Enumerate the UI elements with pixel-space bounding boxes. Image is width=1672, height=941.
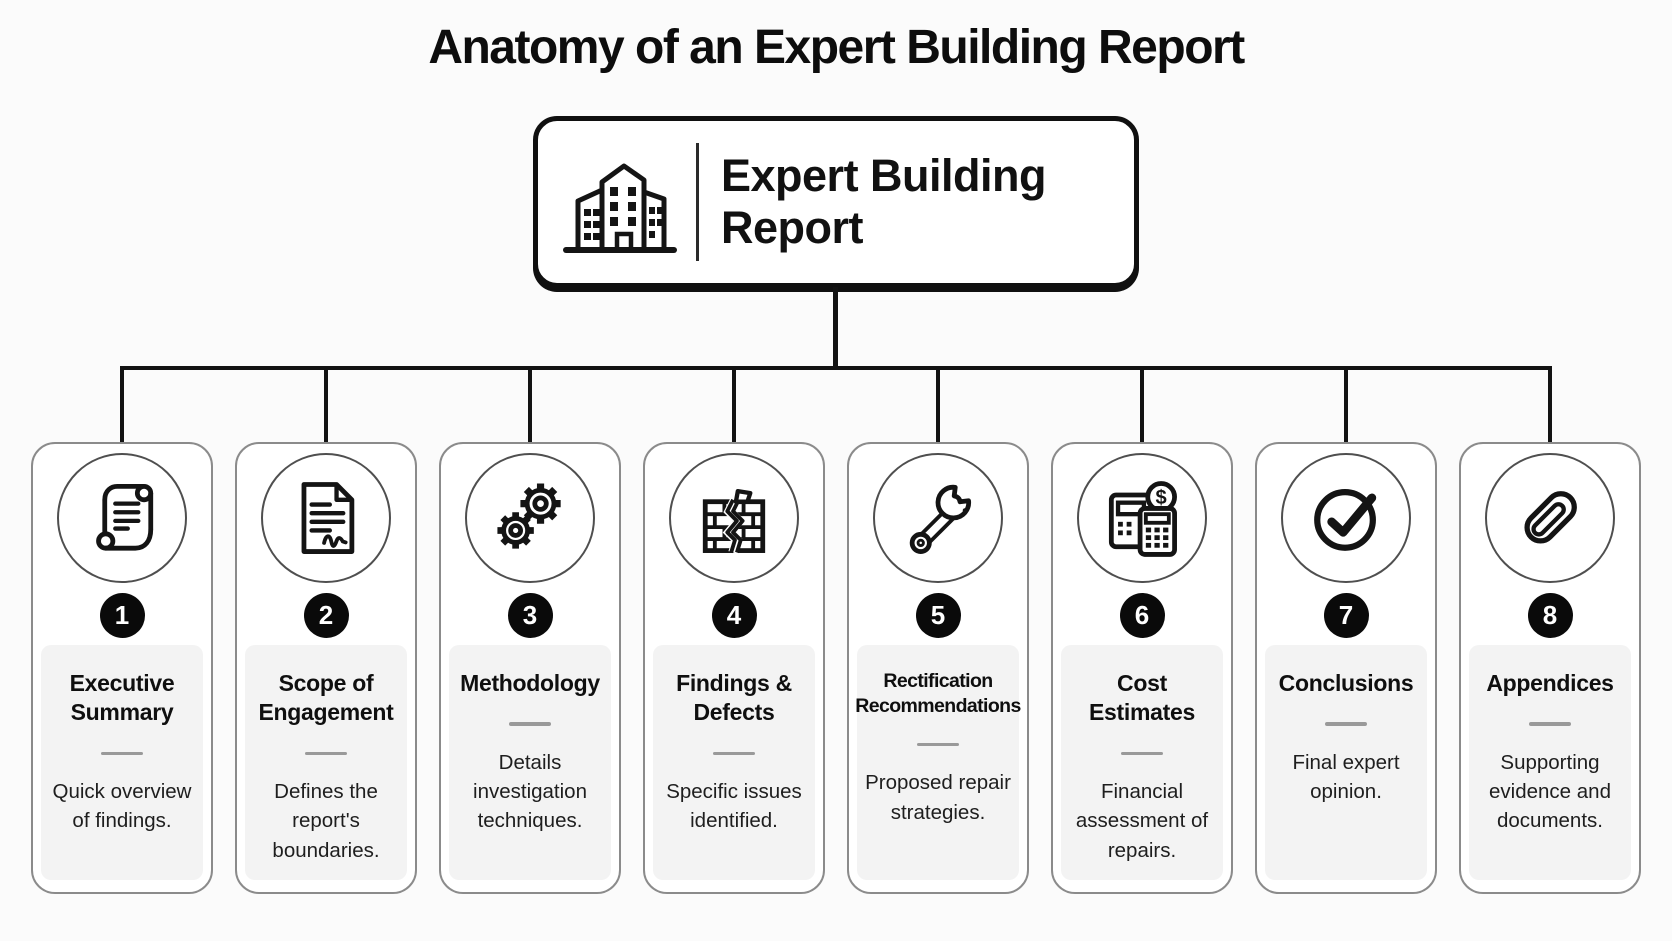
step-number: 3 bbox=[522, 600, 538, 630]
card-description: Quick overview of findings. bbox=[52, 780, 192, 833]
card-title: Cost Estimates bbox=[1089, 670, 1195, 726]
icon-circle: $ bbox=[1077, 453, 1207, 583]
card-divider bbox=[1325, 722, 1367, 726]
card-description: Details investigation techniques. bbox=[473, 750, 587, 833]
connector-drop-7 bbox=[1344, 368, 1348, 442]
card-scope-of-engagement: 2 Scope of Engagement Defines the report… bbox=[235, 442, 417, 894]
icon-circle bbox=[1485, 453, 1615, 583]
card-description: Financial assessment of repairs. bbox=[1075, 780, 1209, 862]
check-circle-icon bbox=[1300, 472, 1392, 564]
card-panel: Methodology Details investigation techni… bbox=[449, 645, 611, 880]
wrench-icon bbox=[892, 472, 984, 564]
connector-drop-4 bbox=[732, 368, 736, 442]
connector-bus bbox=[120, 366, 1552, 370]
card-divider bbox=[305, 751, 347, 756]
card-title: Executive Summary bbox=[69, 670, 175, 726]
cracked-wall-icon bbox=[688, 472, 780, 564]
card-description: Final expert opinion. bbox=[1292, 750, 1400, 804]
scroll-icon bbox=[76, 472, 168, 564]
step-number: 5 bbox=[930, 600, 946, 630]
card-panel: Rectification Recommendations Proposed r… bbox=[855, 645, 1021, 880]
card-divider bbox=[917, 742, 959, 747]
root-box: Expert Building Report bbox=[533, 116, 1139, 288]
step-badge: 5 bbox=[915, 593, 961, 638]
step-badge: 8 bbox=[1527, 593, 1573, 638]
step-number: 6 bbox=[1134, 600, 1150, 630]
signed-document-icon bbox=[280, 472, 372, 564]
icon-circle bbox=[1281, 453, 1411, 583]
card-title: Findings & Defects bbox=[676, 670, 792, 726]
card-description: Proposed repair strategies. bbox=[865, 771, 1011, 824]
cost-calculator-icon: $ bbox=[1096, 472, 1188, 564]
card-panel: Executive Summary Quick overview of find… bbox=[41, 645, 203, 880]
connector-drop-6 bbox=[1140, 368, 1144, 442]
step-badge: 2 bbox=[303, 593, 349, 638]
svg-text:$: $ bbox=[1156, 487, 1167, 509]
building-icon bbox=[560, 146, 680, 258]
card-description: Specific issues identified. bbox=[666, 780, 802, 833]
card-description: Supporting evidence and documents. bbox=[1489, 750, 1611, 833]
icon-circle bbox=[669, 453, 799, 583]
card-findings-defects: 4 Findings & Defects Specific issues ide… bbox=[643, 442, 825, 894]
icon-circle bbox=[261, 453, 391, 583]
card-divider bbox=[713, 751, 755, 756]
icon-circle bbox=[465, 453, 595, 583]
step-number: 1 bbox=[114, 600, 130, 630]
card-divider bbox=[1529, 722, 1571, 726]
connector-drop-3 bbox=[528, 368, 532, 442]
connector-stub bbox=[833, 287, 838, 367]
card-title: Conclusions bbox=[1278, 670, 1414, 696]
card-cost-estimates: $ 6 Cost Estimates Financial assessment … bbox=[1051, 442, 1233, 894]
card-divider bbox=[101, 751, 143, 756]
step-badge: 4 bbox=[711, 593, 757, 638]
card-description: Defines the report's boundaries. bbox=[272, 780, 380, 862]
card-title: Appendices bbox=[1486, 670, 1614, 696]
gears-icon bbox=[484, 472, 576, 564]
connector-drop-8 bbox=[1548, 368, 1552, 442]
connector-drop-5 bbox=[936, 368, 940, 442]
step-number: 4 bbox=[726, 600, 742, 630]
cards-row: 1 Executive Summary Quick overview of fi… bbox=[0, 442, 1672, 894]
step-badge: 3 bbox=[507, 593, 553, 638]
card-panel: Conclusions Final expert opinion. bbox=[1265, 645, 1427, 880]
step-number: 2 bbox=[318, 600, 334, 630]
root-box-divider bbox=[696, 143, 699, 261]
card-appendices: 8 Appendices Supporting evidence and doc… bbox=[1459, 442, 1641, 894]
icon-circle bbox=[873, 453, 1003, 583]
step-badge: 1 bbox=[99, 593, 145, 638]
step-number: 8 bbox=[1542, 600, 1558, 630]
paperclip-icon bbox=[1504, 472, 1596, 564]
card-divider bbox=[1121, 751, 1163, 756]
card-title: Scope of Engagement bbox=[258, 670, 394, 726]
card-panel: Cost Estimates Financial assessment of r… bbox=[1061, 645, 1223, 880]
connector-drop-2 bbox=[324, 368, 328, 442]
card-panel: Findings & Defects Specific issues ident… bbox=[653, 645, 815, 880]
step-badge: 6 bbox=[1119, 593, 1165, 638]
page-title: Anatomy of an Expert Building Report bbox=[428, 21, 1245, 74]
card-panel: Scope of Engagement Defines the report's… bbox=[245, 645, 407, 880]
connector-drop-1 bbox=[120, 368, 124, 442]
card-conclusions: 7 Conclusions Final expert opinion. bbox=[1255, 442, 1437, 894]
card-executive-summary: 1 Executive Summary Quick overview of fi… bbox=[31, 442, 213, 894]
card-divider bbox=[509, 722, 551, 726]
card-title: Methodology bbox=[460, 670, 600, 696]
step-badge: 7 bbox=[1323, 593, 1369, 638]
step-number: 7 bbox=[1338, 600, 1354, 630]
card-rectification-recommendations: 5 Rectification Recommendations Proposed… bbox=[847, 442, 1029, 894]
root-box-label: Expert Building Report bbox=[721, 149, 1047, 253]
card-title: Rectification Recommendations bbox=[855, 670, 1021, 717]
icon-circle bbox=[57, 453, 187, 583]
card-methodology: 3 Methodology Details investigation tech… bbox=[439, 442, 621, 894]
card-panel: Appendices Supporting evidence and docum… bbox=[1469, 645, 1631, 880]
